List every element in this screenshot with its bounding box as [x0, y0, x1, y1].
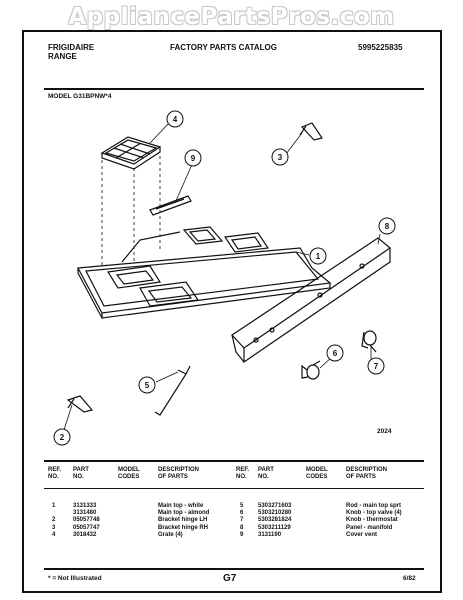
table-header-rule — [44, 488, 424, 489]
callout-5-label: 5 — [145, 381, 150, 390]
table-cell: 8 — [240, 524, 244, 531]
callout-8-label: 8 — [385, 222, 390, 231]
left-ref-column: 1 2 3 4 — [52, 503, 55, 539]
header-model-codes-right: MODEL CODES — [306, 467, 328, 480]
left-part-column: 3131333 3131480 05057748 05057747 301843… — [73, 503, 100, 539]
table-cell: 1 — [52, 503, 56, 509]
burner-wells — [107, 226, 270, 307]
right-part-column: 5303271603 5303210280 5303281824 5303211… — [258, 503, 291, 539]
alignment-lines — [101, 156, 161, 268]
table-cell: 5303281824 — [258, 517, 292, 524]
page-number: G7 — [223, 573, 237, 584]
diagram-number: 2024 — [377, 428, 392, 435]
callout-2-label: 2 — [60, 433, 65, 442]
callout-7-label: 7 — [374, 362, 379, 371]
header-ref-no-left: REF. NO. — [48, 467, 62, 480]
not-illustrated-note: * = Not Illustrated — [48, 575, 102, 582]
callout-9 — [184, 149, 202, 167]
table-cell: 9 — [240, 531, 244, 538]
leader-lines — [62, 121, 381, 434]
table-cell: 5303210280 — [258, 510, 292, 517]
manifold-panel — [231, 237, 391, 364]
table-cell: Rod - main top sprt — [346, 503, 401, 509]
table-cell: Bracket hinge RH — [158, 524, 209, 531]
table-cell: 3131333 — [73, 503, 97, 509]
callout-9-label: 9 — [191, 154, 196, 163]
table-cell: 2 — [52, 517, 56, 524]
table-cell: Knob - top valve (4) — [346, 510, 402, 517]
table-cell: Main top - white — [158, 503, 204, 509]
catalog-page-frame — [22, 30, 442, 593]
left-description-column: Main top - white Main top - almond Brack… — [158, 503, 209, 539]
callout-4-label: 4 — [173, 115, 178, 124]
header-part-no-left: PART NO. — [73, 467, 89, 480]
table-cell: 5303271603 — [258, 503, 292, 509]
catalog-date: 6/82 — [403, 575, 416, 582]
callout-6 — [326, 344, 344, 362]
callout-5 — [138, 376, 156, 394]
bracket-hinge-lh — [66, 395, 94, 413]
table-cell: 3131190 — [258, 531, 282, 538]
table-cell: Knob - thermostat — [346, 517, 398, 524]
brand-name: FRIGIDAIRE — [48, 43, 95, 52]
rod-main-top-support — [154, 365, 191, 416]
header-part-no-right: PART NO. — [258, 467, 274, 480]
callout-1-label: 1 — [316, 252, 321, 261]
table-cell: 4 — [52, 531, 56, 538]
footer-rule — [44, 568, 424, 570]
knob-top-valve — [301, 360, 321, 380]
main-top-outline — [77, 247, 332, 319]
table-cell: 5303211129 — [258, 524, 291, 531]
catalog-number: 5995225835 — [358, 43, 403, 52]
header-ref-no-right: REF. NO. — [236, 467, 250, 480]
cover-vent — [149, 195, 192, 216]
header-rule — [44, 88, 424, 90]
callout-4 — [166, 110, 184, 128]
knob-thermostat — [361, 330, 377, 353]
callout-3-label: 3 — [278, 153, 283, 162]
right-ref-column: 5 6 7 8 9 — [240, 503, 243, 539]
table-cell: Cover vent — [346, 531, 378, 538]
bracket-hinge-rh — [299, 122, 323, 141]
table-cell: 05057747 — [73, 524, 100, 531]
header-description-right: DESCRIPTION OF PARTS — [346, 467, 388, 480]
table-cell: Bracket hinge LH — [158, 517, 208, 524]
product-type: RANGE — [48, 52, 77, 61]
table-cell: Grate (4) — [158, 531, 183, 538]
watermark: AppliancePartsPros.com — [68, 4, 395, 30]
callout-7 — [367, 357, 385, 375]
table-cell: Main top - almond — [158, 510, 210, 517]
callout-6-label: 6 — [333, 349, 338, 358]
callout-2 — [53, 428, 71, 446]
table-cell: 3131480 — [73, 510, 97, 517]
table-top-rule — [44, 460, 424, 462]
table-cell: 3018432 — [73, 531, 97, 538]
callout-3 — [271, 148, 289, 166]
table-cell: 05057748 — [73, 517, 100, 524]
right-description-column: Rod - main top sprt Knob - top valve (4)… — [346, 503, 402, 539]
table-cell: 3 — [52, 524, 56, 531]
callout-1 — [309, 247, 327, 265]
catalog-title: FACTORY PARTS CATALOG — [170, 43, 277, 52]
table-cell: 5 — [240, 503, 244, 509]
model-label: MODEL G31BPNW*4 — [48, 93, 112, 100]
table-cell: 6 — [240, 510, 244, 517]
callout-8 — [378, 217, 396, 235]
table-cell — [52, 510, 55, 517]
table-cell: 7 — [240, 517, 244, 524]
header-description-left: DESCRIPTION OF PARTS — [158, 467, 200, 480]
header-model-codes-left: MODEL CODES — [118, 467, 140, 480]
brand-block: FRIGIDAIRE RANGE — [48, 43, 94, 61]
table-cell: Panel - manifold — [346, 524, 393, 531]
